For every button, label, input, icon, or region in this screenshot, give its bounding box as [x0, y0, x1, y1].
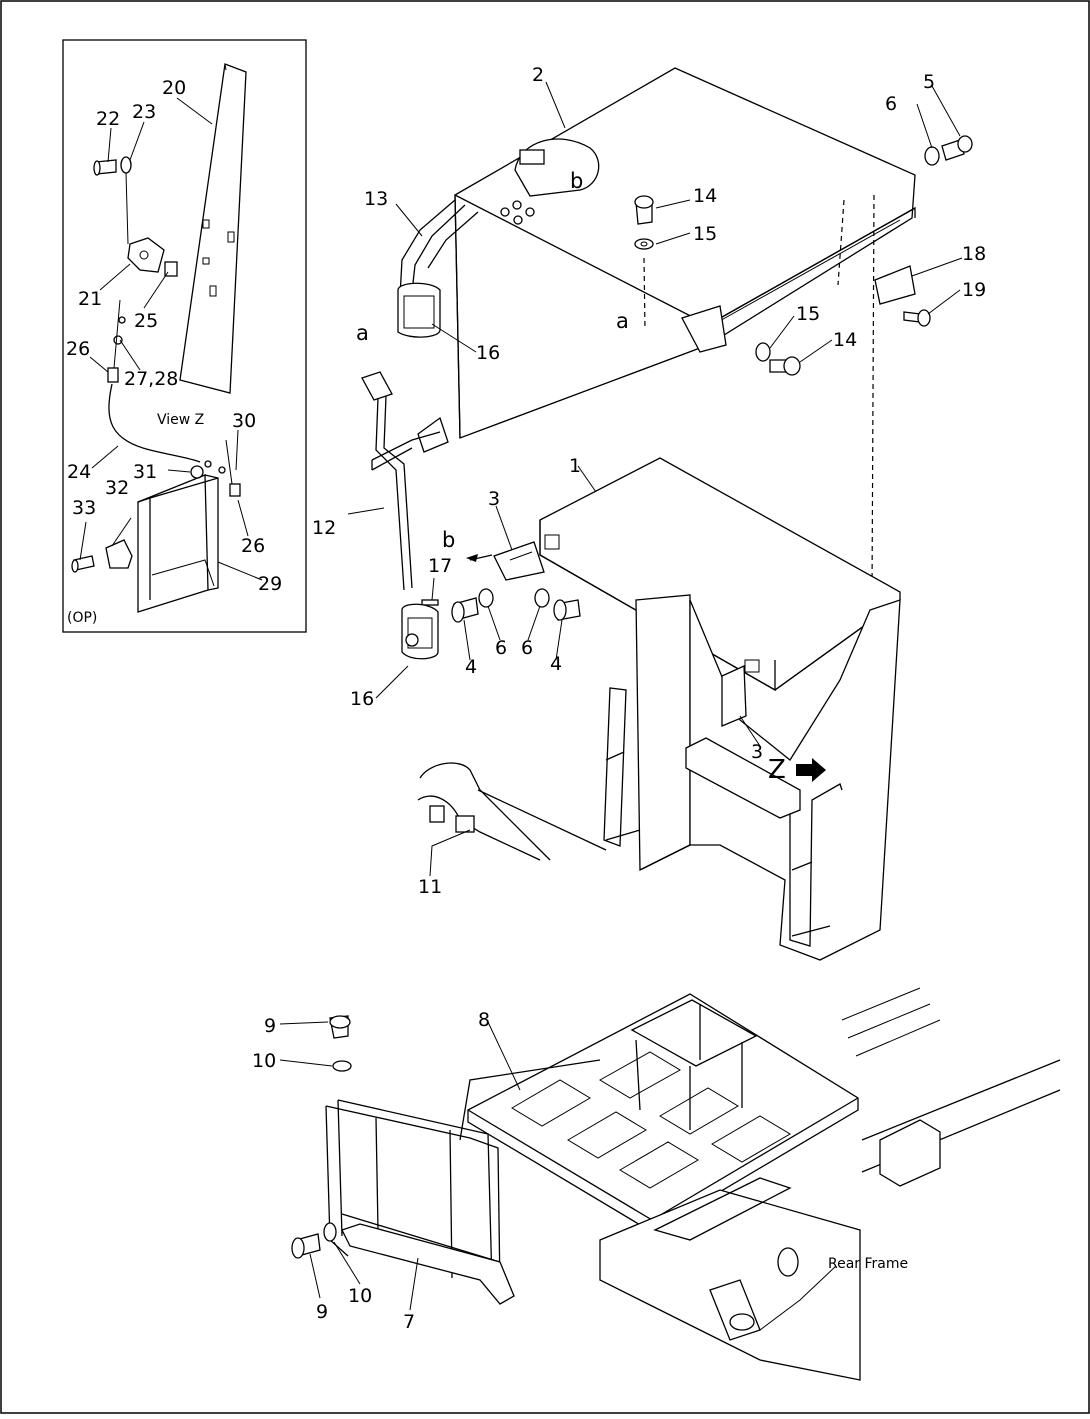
- part-label-19: 19: [962, 279, 986, 301]
- part-label-16-top: 16: [476, 342, 500, 364]
- part-label-10-bottom: 10: [348, 1285, 372, 1307]
- view-z-inset: [62, 39, 307, 633]
- part-label-12: 12: [312, 517, 336, 539]
- mirror-stay-assembly: [361, 371, 449, 660]
- part-label-9-bottom: 9: [316, 1301, 328, 1323]
- part-label-4-left: 4: [465, 656, 477, 678]
- leader-lines: [79, 81, 963, 1331]
- part-label-6-top: 6: [885, 93, 897, 115]
- part-label-15-bottom: 15: [796, 303, 820, 325]
- inset-option-tag: (OP): [67, 610, 97, 626]
- inset-lamp: [105, 539, 133, 569]
- part-label-21: 21: [78, 288, 102, 310]
- part-label-2: 2: [532, 64, 544, 86]
- part-label-20: 20: [162, 77, 186, 99]
- roof-plate-18: [874, 265, 916, 305]
- reference-b-mid: b: [442, 528, 455, 552]
- part-label-10-top: 10: [252, 1050, 276, 1072]
- part-label-6-left: 6: [495, 637, 507, 659]
- rear-frame-label: Rear Frame: [828, 1256, 908, 1272]
- part-label-31: 31: [133, 461, 157, 483]
- floor-platform-assembly: [291, 987, 1061, 1381]
- part-label-32: 32: [105, 477, 129, 499]
- part-label-27-28: 27,28: [124, 368, 178, 390]
- part-label-25: 25: [134, 310, 158, 332]
- part-label-26-top: 26: [66, 338, 90, 360]
- part-label-8: 8: [478, 1009, 490, 1031]
- part-label-9-top: 9: [264, 1015, 276, 1037]
- reference-a-mid: a: [616, 309, 629, 333]
- part-label-5: 5: [923, 71, 935, 93]
- rear-frame: [599, 1189, 861, 1381]
- part-label-23: 23: [132, 101, 156, 123]
- inset-plate: [179, 63, 247, 394]
- part-labels: 20 22 23 21 25 26 27,28 View Z 30 24 31 …: [66, 64, 986, 1333]
- inset-frame: [62, 39, 307, 633]
- floor-plate: [467, 993, 859, 1233]
- part-label-30: 30: [232, 410, 256, 432]
- inset-caption: View Z: [157, 412, 204, 428]
- part-label-6-right: 6: [521, 637, 533, 659]
- part-label-1: 1: [569, 455, 581, 477]
- part-label-17: 17: [428, 555, 452, 577]
- part-label-11: 11: [418, 876, 442, 898]
- part-label-4-right: 4: [550, 653, 562, 675]
- part-label-3-top: 3: [488, 488, 500, 510]
- seat-platform: [630, 999, 758, 1067]
- part-label-26-bottom: 26: [241, 535, 265, 557]
- part-label-29: 29: [258, 573, 282, 595]
- part-label-15-top: 15: [693, 223, 717, 245]
- part-label-33: 33: [72, 497, 96, 519]
- part-label-14-top: 14: [693, 185, 717, 207]
- part-label-14-bottom: 14: [833, 329, 857, 351]
- part-label-16-bottom: 16: [350, 688, 374, 710]
- roof-cover-assembly: [397, 67, 973, 593]
- reference-b-top: b: [570, 169, 583, 193]
- part-label-22: 22: [96, 108, 120, 130]
- inset-bracket: [127, 237, 165, 273]
- mirror-upper: [397, 282, 441, 338]
- mirror-lower: [401, 603, 439, 660]
- part-label-24: 24: [67, 461, 91, 483]
- reference-a-top: a: [356, 321, 369, 345]
- part-label-3-bottom: 3: [751, 741, 763, 763]
- part-label-18: 18: [962, 243, 986, 265]
- part-label-7: 7: [403, 1311, 415, 1333]
- fender-assembly: [417, 457, 901, 961]
- part-label-13: 13: [364, 188, 388, 210]
- view-z-marker: Z: [768, 755, 786, 785]
- view-z-arrow-icon: [796, 758, 826, 782]
